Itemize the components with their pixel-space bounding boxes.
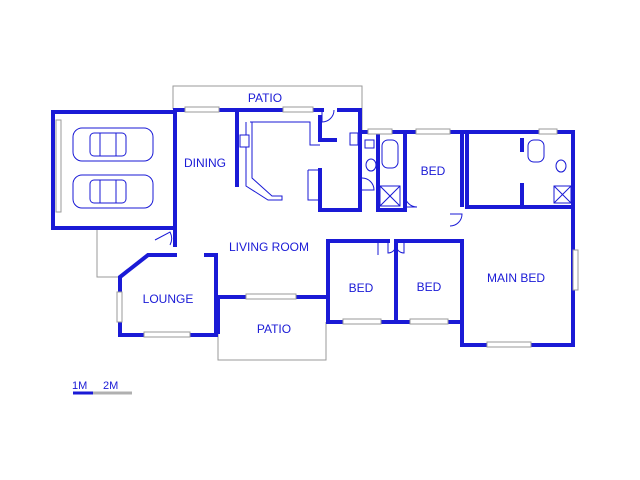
- ensuite-shower-cross-b: [553, 185, 572, 204]
- window-main-bed-east: [572, 249, 579, 291]
- garage-cars: [72, 127, 154, 209]
- doors: [154, 109, 463, 255]
- car-icon: [72, 127, 154, 162]
- garage-wall-north-west: [51, 110, 177, 230]
- bathroom-fixtures: [364, 139, 572, 207]
- lounge-wall: [118, 253, 218, 337]
- bottom-patio-outline: [217, 322, 327, 361]
- counter-north: [250, 121, 320, 146]
- main-bed-outer-wall: [460, 130, 575, 347]
- door-scullery: [361, 177, 375, 191]
- toilet-icon: [365, 158, 377, 172]
- sink-icon: [349, 132, 359, 146]
- label-bed-2: BED: [349, 281, 374, 295]
- patio-outlines: [96, 85, 363, 361]
- label-bed-1: BED: [421, 164, 446, 178]
- door-kitchen-patio: [321, 109, 335, 123]
- window-bath: [367, 128, 393, 135]
- window-ensuite: [538, 128, 558, 135]
- door-main-bed: [449, 213, 463, 227]
- label-lounge: LOUNGE: [143, 292, 194, 306]
- window-bed1: [415, 128, 451, 135]
- window-lounge-south: [143, 331, 191, 338]
- kitchen-units: [239, 121, 359, 201]
- scale-bar: 1M 2M: [72, 380, 132, 395]
- door-bed3: [395, 241, 405, 254]
- basin-icon: [364, 139, 375, 149]
- label-living-room: LIVING ROOM: [229, 240, 309, 254]
- scullery-wall: [318, 168, 362, 212]
- counter-south: [307, 169, 321, 201]
- stove-icon: [239, 134, 250, 148]
- label-dining: DINING: [184, 156, 226, 170]
- ensuite-toilet-icon: [555, 159, 567, 173]
- window-bed2: [342, 318, 382, 325]
- scale-label-2m: 2M: [103, 380, 118, 392]
- car-icon: [72, 174, 154, 209]
- scale-label-1m: 1M: [72, 380, 87, 392]
- label-patio-top: PATIO: [248, 91, 282, 105]
- counter-island: [245, 122, 283, 201]
- room-labels: PATIO DINING BED LIVING ROOM BED BED MAI…: [143, 91, 546, 336]
- door-bath: [404, 194, 418, 208]
- kitchen-partition: [318, 115, 337, 142]
- label-patio-bottom: PATIO: [257, 322, 291, 336]
- window-lounge-west: [116, 291, 123, 323]
- window-dining: [184, 106, 220, 113]
- window-kitchen: [282, 106, 314, 113]
- walk-in-closet-wall: [465, 134, 524, 209]
- window-bed3: [409, 318, 449, 325]
- windows: [55, 106, 579, 348]
- window-main-bed-south: [486, 341, 532, 348]
- window-patio-door: [245, 293, 297, 300]
- ensuite-bath-icon: [527, 139, 545, 163]
- label-main-bed: MAIN BED: [487, 271, 545, 285]
- bathtub-icon: [381, 139, 399, 169]
- door-garage-living: [154, 231, 173, 246]
- shower-cross-b: [379, 185, 401, 207]
- garage-door: [55, 119, 62, 213]
- label-bed-3: BED: [417, 280, 442, 294]
- garage-apron-outline: [96, 228, 120, 278]
